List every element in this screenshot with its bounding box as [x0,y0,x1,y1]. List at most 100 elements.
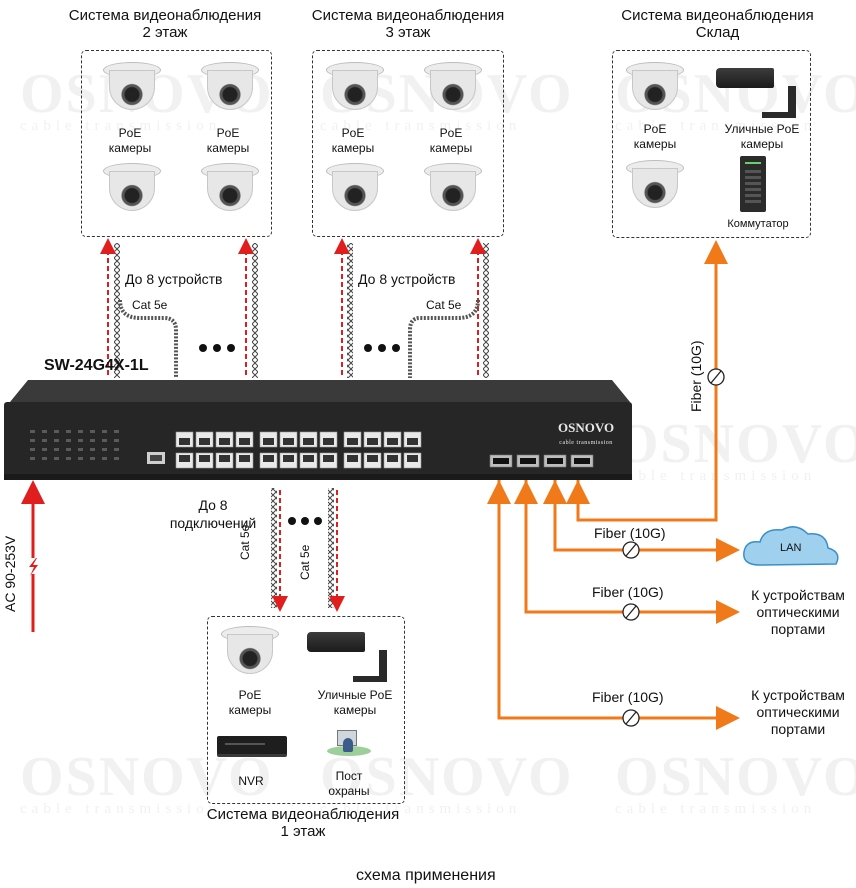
warehouse-box [612,50,811,238]
status-led [114,457,119,460]
dome-camera-icon [424,62,482,114]
fiber-label: Fiber (10G) [594,525,666,541]
dome-camera-icon [201,163,259,215]
dome-camera-icon [103,163,161,215]
status-led [102,448,107,451]
floor2-cameras: PoE камеры PoE камеры [81,50,270,235]
status-led [66,448,71,451]
status-led [42,439,47,442]
status-led [102,457,107,460]
rj45-port-socket [263,455,274,462]
cloud-icon [743,526,839,566]
switch-label: Коммутатор [727,218,789,230]
status-led [102,439,107,442]
floor2-box [81,50,272,237]
status-led [78,439,83,442]
rj45-port-socket [239,455,250,462]
camera-label: PoE камеры [429,126,473,155]
status-led [78,430,83,433]
sfp-port-slot [493,458,509,464]
floor3-box [312,50,504,237]
bullet-camera-icon [307,628,387,682]
rj45-port-socket [387,455,398,462]
lan-label: LAN [780,542,802,554]
ellipsis-dots [199,344,400,525]
floor3-cameras: PoE камеры PoE камеры [312,50,502,235]
upto8-devices-label: До 8 устройств [125,271,223,287]
power-arrow [21,480,45,632]
dome-camera-icon [326,163,384,215]
rj45-port-socket [323,438,334,445]
rj45-port-socket [219,455,230,462]
status-led [90,448,95,451]
cable-group-floor1 [271,488,345,612]
rj45-port-socket [303,455,314,462]
floor1-devices: PoE камеры Уличные PoE камеры NVR Пост о… [207,616,403,802]
camera-label: PoE камеры [633,122,677,151]
nvr-icon [217,736,287,754]
sfp-port-slot [574,458,590,464]
dome-camera-icon [326,62,384,114]
warehouse-devices: PoE камеры Уличные PoE камеры Коммутатор [612,50,809,236]
status-led [114,430,119,433]
fiber-lines [487,240,740,730]
rj45-port-socket [239,438,250,445]
fiber-marks [622,368,725,727]
status-led [114,439,119,442]
camera-label: PoE камеры [108,126,152,155]
status-led [78,448,83,451]
status-led [90,439,95,442]
status-led [30,430,35,433]
status-led [102,430,107,433]
switch-model-label: SW-24G4X-1L [44,357,149,374]
status-led [114,448,119,451]
status-led [54,439,59,442]
nvr-label: NVR [238,774,264,788]
guard-post-icon [327,730,371,760]
sfp-port-slot [547,458,563,464]
rj45-port-socket [219,438,230,445]
status-led [30,457,35,460]
status-led [42,430,47,433]
status-led [90,457,95,460]
cat5e-label: Cat 5e [238,524,252,560]
cable-group-floor3 [334,238,489,378]
status-led [66,439,71,442]
dome-camera-icon [626,62,684,114]
status-led [66,457,71,460]
camera-label: PoE камеры [206,126,250,155]
status-led [54,448,59,451]
dome-camera-icon [626,160,684,212]
dome-camera-icon [424,163,482,215]
rj45-port-socket [407,455,418,462]
diagram-caption: схема применения [356,867,496,884]
street-camera-label: Уличные PoE камеры [317,688,393,717]
upto8-devices-label: До 8 устройств [358,271,456,287]
fiber-label: Fiber (10G) [592,584,664,600]
status-led [42,448,47,451]
rj45-port-socket [199,455,210,462]
rj45-port-socket [347,455,358,462]
fiber-vertical-label: Fiber (10G) [688,340,704,412]
rj45-port-socket [303,438,314,445]
status-led [30,439,35,442]
status-led [66,430,71,433]
lightning-icon [29,558,38,576]
poe-switch [4,380,632,480]
dome-camera-icon [221,626,279,678]
switch-icon [740,156,766,212]
cat5e-label: Cat 5e [426,298,462,312]
